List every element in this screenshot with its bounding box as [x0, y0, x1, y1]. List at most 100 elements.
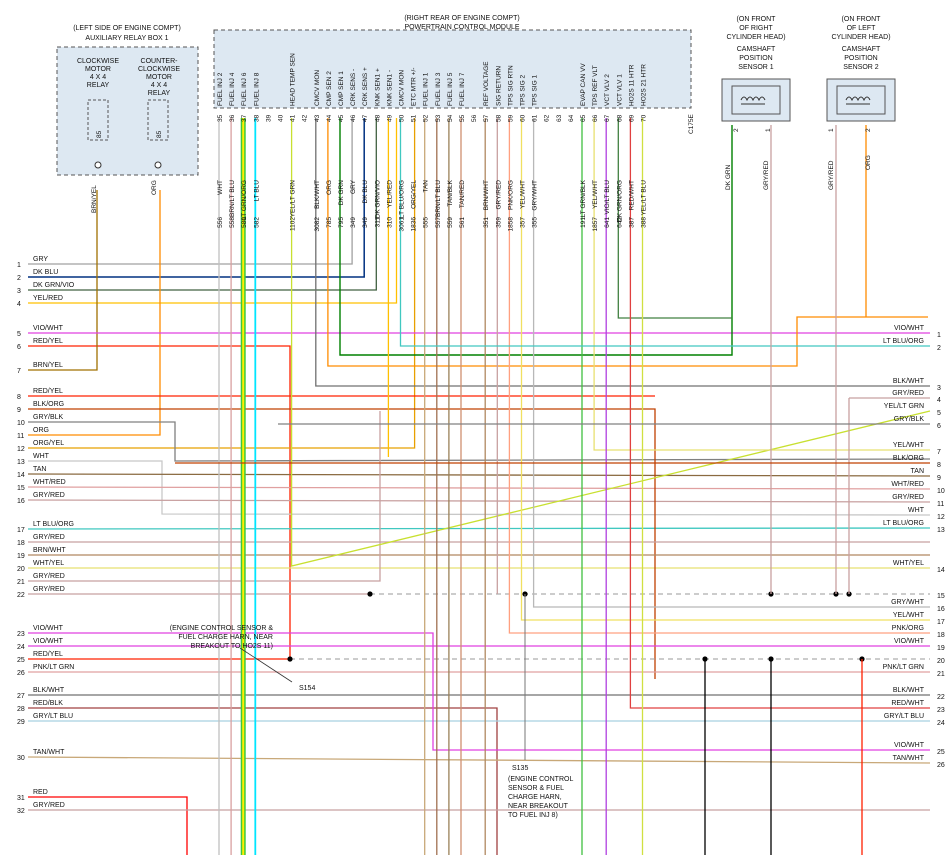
- right-wire-number: 20: [937, 658, 945, 665]
- left-wire-label: BLK/WHT: [33, 687, 65, 694]
- s135-label: S135: [512, 765, 528, 772]
- pcm-pin-circuit: 557: [435, 217, 442, 228]
- s135-note: SENSOR & FUEL: [508, 785, 564, 792]
- pcm-pin-function: CMCV MON: [399, 70, 406, 106]
- left-wire-label: TAN: [33, 466, 46, 473]
- pcm-pin-number: 57: [483, 114, 490, 122]
- left-wire-label: GRY: [33, 256, 48, 263]
- wire-org-yel: [28, 118, 416, 449]
- pcm-pin-wire: LT BLU/ORG: [399, 180, 406, 218]
- pcm-pin-function: TPS SIG 2: [520, 75, 527, 106]
- pcm-pin-function: FUEL INJ 1: [423, 72, 430, 106]
- relay-ccw-name: COUNTER-: [141, 58, 179, 65]
- wire-blk-org: [28, 408, 656, 679]
- wire-red-blk: [28, 707, 498, 855]
- pcm-pin-function: CMP SEN 1: [338, 71, 345, 106]
- left-wire-number: 15: [17, 485, 25, 492]
- wire-dk-blu: [28, 118, 365, 278]
- right-wire-number: 21: [937, 671, 945, 678]
- pcm-pin-number: 36: [229, 114, 236, 122]
- pcm-connector-code: C175E: [688, 113, 695, 134]
- right-wire-number: 14: [937, 567, 945, 574]
- right-wire-number: 11: [937, 501, 944, 508]
- right-wire-label: TAN: [911, 468, 924, 475]
- cmp1-pin: 1: [765, 128, 772, 132]
- splice-s154-dot: [287, 656, 293, 662]
- pcm-pin-wire: YEL/RED: [386, 180, 393, 208]
- relay-ccw-name: RELAY: [148, 90, 171, 97]
- pcm-pin-function: FUEL INJ 7: [459, 72, 466, 106]
- pcm-pin-wire: DK GRN: [338, 180, 345, 206]
- wire-org: [28, 190, 161, 436]
- pcm-pin-circuit: 355: [532, 217, 539, 228]
- pcm-pin-function: EVAP CAN VV: [580, 63, 587, 106]
- pcm-pin-function: CMCV MON: [314, 70, 321, 106]
- pcm-pin-number: 66: [592, 114, 599, 122]
- left-wire-number: 28: [17, 706, 25, 713]
- pcm-pin-function: FUEL INJ 2: [217, 72, 224, 106]
- left-wire-number: 11: [17, 433, 24, 440]
- left-wire-number: 5: [17, 331, 21, 338]
- wire-lt-blu-org: [27, 527, 931, 530]
- wire-gry-red-21: [28, 411, 381, 582]
- s135-note: TO FUEL INJ 8): [508, 812, 558, 819]
- wire-vio-wht-23: [28, 632, 930, 751]
- pcm-pin-number: 37: [241, 114, 248, 122]
- right-wire-label: VIO/WHT: [894, 325, 925, 332]
- right-wire-label: YEL/WHT: [893, 442, 925, 449]
- right-wire-number: 4: [937, 397, 941, 404]
- pcm-pin-circuit: 556: [217, 217, 224, 228]
- right-wire-label: LT BLU/ORG: [883, 338, 924, 345]
- s154-leader: [239, 647, 293, 683]
- right-wire-label: PNK/ORG: [892, 625, 924, 632]
- left-wire-label: BRN/YEL: [33, 362, 63, 369]
- pcm-pin-number: 50: [399, 114, 406, 122]
- pcm-location: (RIGHT REAR OF ENGINE COMPT): [404, 15, 519, 22]
- wire-pcm-50: [399, 118, 930, 347]
- right-wire-number: 19: [937, 645, 945, 652]
- pcm-pin-wire: PNK/ORG: [507, 180, 514, 210]
- right-wire-label: GRY/RED: [892, 390, 924, 397]
- pcm-pin-wire: YEL/WHT: [520, 180, 527, 209]
- pcm-pin-function: KNK SEN1 -: [386, 70, 393, 106]
- left-wire-label: WHT: [33, 453, 50, 460]
- pcm-pin-number: 49: [386, 114, 393, 122]
- pcm-pin-wire: GRY: [350, 179, 357, 194]
- pcm-pin-circuit: 555: [423, 217, 430, 228]
- left-wire-label: VIO/WHT: [33, 325, 64, 332]
- wire-pcm-66: [593, 118, 930, 451]
- left-wire-label: YEL/RED: [33, 295, 63, 302]
- pcm-pin-wire: WHT: [217, 180, 224, 195]
- left-wire-number: 16: [17, 498, 25, 505]
- cmp2-name: SENSOR 2: [843, 64, 879, 71]
- right-wire-label: RED/WHT: [891, 700, 924, 707]
- left-wire-number: 2: [17, 275, 21, 282]
- pcm-pin-circuit: 3061: [399, 217, 406, 232]
- right-wire-number: 23: [937, 707, 945, 714]
- left-wire-label: RED/YEL: [33, 338, 63, 345]
- cmp1-location: OF RIGHT: [739, 25, 773, 32]
- left-wire-label: VIO/WHT: [33, 638, 64, 645]
- left-wire-number: 18: [17, 540, 25, 547]
- right-wire-number: 22: [937, 694, 945, 701]
- left-wire-label: GRY/RED: [33, 573, 65, 580]
- s154-note: BREAKOUT TO HO2S 11): [191, 643, 273, 650]
- pcm-pin-number: 67: [604, 114, 611, 122]
- left-wire-number: 13: [17, 459, 25, 466]
- cmp1-pin: 2: [733, 128, 740, 132]
- pcm-pin-number: 42: [302, 114, 309, 122]
- left-wire-label: ORG: [33, 427, 49, 434]
- pcm-pin-wire: ORG: [326, 180, 333, 195]
- pcm-pin-function: FUEL INJ 8: [253, 72, 260, 106]
- pcm-pin-number: 68: [616, 114, 623, 122]
- pcm-pin-circuit: 388: [641, 217, 648, 228]
- pcm-pin-circuit: 387: [628, 217, 635, 228]
- right-wire-label: YEL/WHT: [893, 612, 925, 619]
- pcm-pin-circuit: 580: [241, 217, 248, 228]
- pcm-pin-wire: RED/WHT: [628, 180, 635, 210]
- pcm-pin-wire: VIO/LT BLU: [604, 180, 611, 215]
- cmp1-name: SENSOR 1: [738, 64, 774, 71]
- left-wire-number: 23: [17, 631, 25, 638]
- pcm-pin-circuit: 359: [495, 217, 502, 228]
